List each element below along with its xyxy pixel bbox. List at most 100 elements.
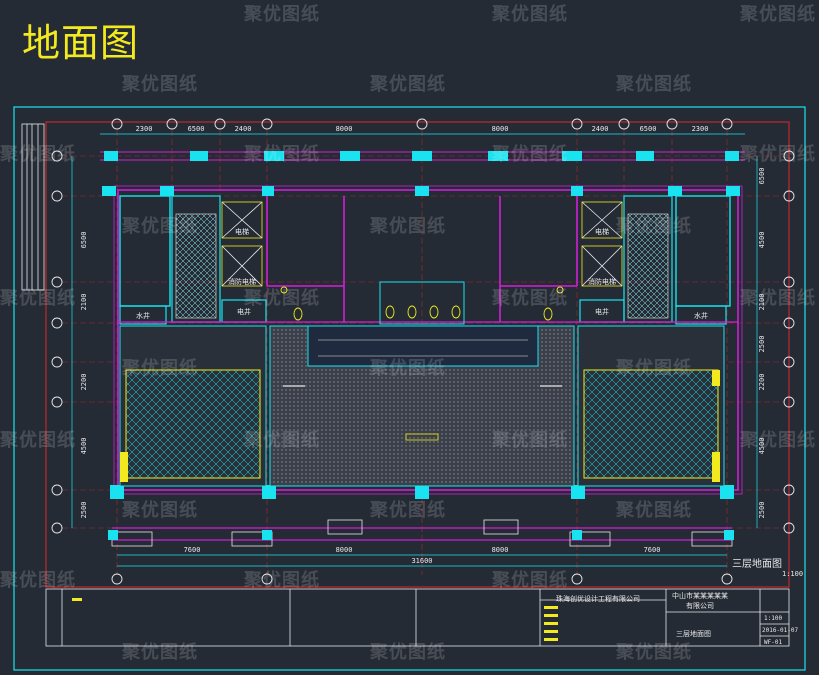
watermark: 聚优图纸 bbox=[244, 430, 320, 451]
watermark: 聚优图纸 bbox=[122, 358, 198, 379]
bottom-dim-labels: 7600 8000 8000 7600 31600 bbox=[184, 546, 661, 565]
partitions bbox=[118, 196, 738, 325]
left-dim-labels: 6500 2100 2200 4500 2500 bbox=[80, 232, 88, 519]
watermark: 聚优图纸 bbox=[122, 500, 198, 521]
watermark: 聚优图纸 bbox=[492, 4, 568, 25]
date-value: 2016-01-07 bbox=[762, 627, 799, 634]
watermark: 聚优图纸 bbox=[492, 430, 568, 451]
total-width-label: 31600 bbox=[411, 557, 432, 565]
left-elevators bbox=[221, 201, 263, 287]
watermark: 聚优图纸 bbox=[740, 4, 816, 25]
watermark: 聚优图纸 bbox=[492, 144, 568, 165]
bottom-dim-label: 7600 bbox=[184, 546, 201, 554]
watermark: 聚优图纸 bbox=[740, 144, 816, 165]
top-facade bbox=[100, 151, 745, 161]
top-dim-label: 2300 bbox=[136, 125, 153, 133]
watermark: 聚优图纸 bbox=[370, 216, 446, 237]
left-dim-label: 6500 bbox=[80, 232, 88, 249]
left-dim-label: 2100 bbox=[80, 294, 88, 311]
shaft-label: 水井 bbox=[136, 311, 150, 320]
room-labels: 电梯 消防电梯 电梯 消防电梯 水井 电井 电井 水井 bbox=[136, 227, 708, 320]
sheet-number: WF-01 bbox=[764, 639, 782, 646]
watermark: 聚优图纸 bbox=[740, 288, 816, 309]
top-dim-label: 6500 bbox=[188, 125, 205, 133]
watermark: 聚优图纸 bbox=[0, 570, 76, 591]
watermark: 聚优图纸 bbox=[740, 430, 816, 451]
top-dim-label: 6500 bbox=[640, 125, 657, 133]
watermark: 聚优图纸 bbox=[492, 288, 568, 309]
left-dim-label: 2500 bbox=[80, 502, 88, 519]
right-dim-label: 2200 bbox=[758, 374, 766, 391]
elevator-label: 电梯 bbox=[235, 227, 249, 236]
watermark: 聚优图纸 bbox=[616, 74, 692, 95]
scale-value: 1:100 bbox=[764, 615, 782, 622]
bottom-dim-label: 7600 bbox=[644, 546, 661, 554]
top-dim-labels: 2300 6500 2400 8000 8000 2400 6500 2300 bbox=[136, 125, 709, 133]
watermark: 聚优图纸 bbox=[0, 144, 76, 165]
right-dim-label: 2500 bbox=[758, 502, 766, 519]
watermark: 聚优图纸 bbox=[244, 144, 320, 165]
title-block-text: 珠海创优设计工程有限公司 中山市某某某某某 有限公司 三层地面图 1:100 2… bbox=[556, 591, 799, 646]
watermark: 聚优图纸 bbox=[370, 74, 446, 95]
client-line1: 中山市某某某某某 bbox=[672, 591, 728, 600]
watermark: 聚优图纸 bbox=[122, 642, 198, 663]
left-room bbox=[119, 325, 267, 487]
top-dim-label: 2400 bbox=[592, 125, 609, 133]
right-dim-label: 2100 bbox=[758, 294, 766, 311]
drawing-name: 三层地面图 bbox=[676, 629, 711, 638]
shaft-label: 水井 bbox=[694, 311, 708, 320]
watermark: 聚优图纸 bbox=[370, 642, 446, 663]
bottom-dim-label: 8000 bbox=[336, 546, 353, 554]
right-dim-labels: 6500 4500 2100 2500 2200 4500 2500 bbox=[758, 168, 766, 519]
axis-bubbles-sides bbox=[51, 150, 795, 534]
watermark: 聚优图纸 bbox=[370, 500, 446, 521]
watermark: 聚优图纸 bbox=[0, 288, 76, 309]
client-line2: 有限公司 bbox=[686, 601, 714, 610]
title-block bbox=[45, 588, 790, 647]
right-elevators bbox=[581, 201, 623, 287]
bottom-facade bbox=[108, 519, 734, 547]
right-dim-label: 4500 bbox=[758, 438, 766, 455]
side-strip bbox=[21, 123, 45, 291]
fire-elevator-label: 消防电梯 bbox=[588, 277, 616, 286]
watermark: 聚优图纸 bbox=[370, 358, 446, 379]
top-dim-label: 2400 bbox=[235, 125, 252, 133]
watermark: 聚优图纸 bbox=[616, 358, 692, 379]
shaft-label: 电井 bbox=[237, 307, 251, 316]
lobby-floor bbox=[269, 325, 575, 487]
plan-scale: 1:100 bbox=[782, 570, 803, 578]
bottom-dim-label: 8000 bbox=[492, 546, 509, 554]
watermark: 聚优图纸 bbox=[122, 74, 198, 95]
right-dim-label: 2500 bbox=[758, 336, 766, 353]
top-dim-label: 8000 bbox=[336, 125, 353, 133]
watermark: 聚优图纸 bbox=[244, 288, 320, 309]
watermark: 聚优图纸 bbox=[244, 570, 320, 591]
watermark: 聚优图纸 bbox=[0, 430, 76, 451]
plan-name: 三层地面图 bbox=[732, 557, 782, 570]
top-dim-label: 2300 bbox=[692, 125, 709, 133]
right-stair-core bbox=[623, 195, 731, 323]
left-dim-label: 4500 bbox=[80, 438, 88, 455]
axis-bubbles-top bbox=[111, 118, 733, 130]
company-name: 珠海创优设计工程有限公司 bbox=[556, 594, 640, 603]
right-dim-label: 6500 bbox=[758, 168, 766, 185]
watermark: 聚优图纸 bbox=[492, 570, 568, 591]
watermark: 聚优图纸 bbox=[122, 216, 198, 237]
shaft-label: 电井 bbox=[595, 307, 609, 316]
watermark: 聚优图纸 bbox=[244, 4, 320, 25]
right-room bbox=[577, 325, 725, 487]
dimension-lines bbox=[71, 133, 758, 567]
fire-elevator-label: 消防电梯 bbox=[228, 277, 256, 286]
watermark: 聚优图纸 bbox=[616, 642, 692, 663]
axis-bubbles-bottom bbox=[111, 573, 733, 585]
top-dim-label: 8000 bbox=[492, 125, 509, 133]
right-dim-label: 4500 bbox=[758, 232, 766, 249]
watermark: 聚优图纸 bbox=[616, 216, 692, 237]
elevator-label: 电梯 bbox=[595, 227, 609, 236]
outer-frame bbox=[13, 106, 806, 671]
title-block-yellow-marks bbox=[72, 598, 558, 641]
toilet-fixtures bbox=[280, 286, 564, 321]
columns bbox=[102, 186, 740, 499]
